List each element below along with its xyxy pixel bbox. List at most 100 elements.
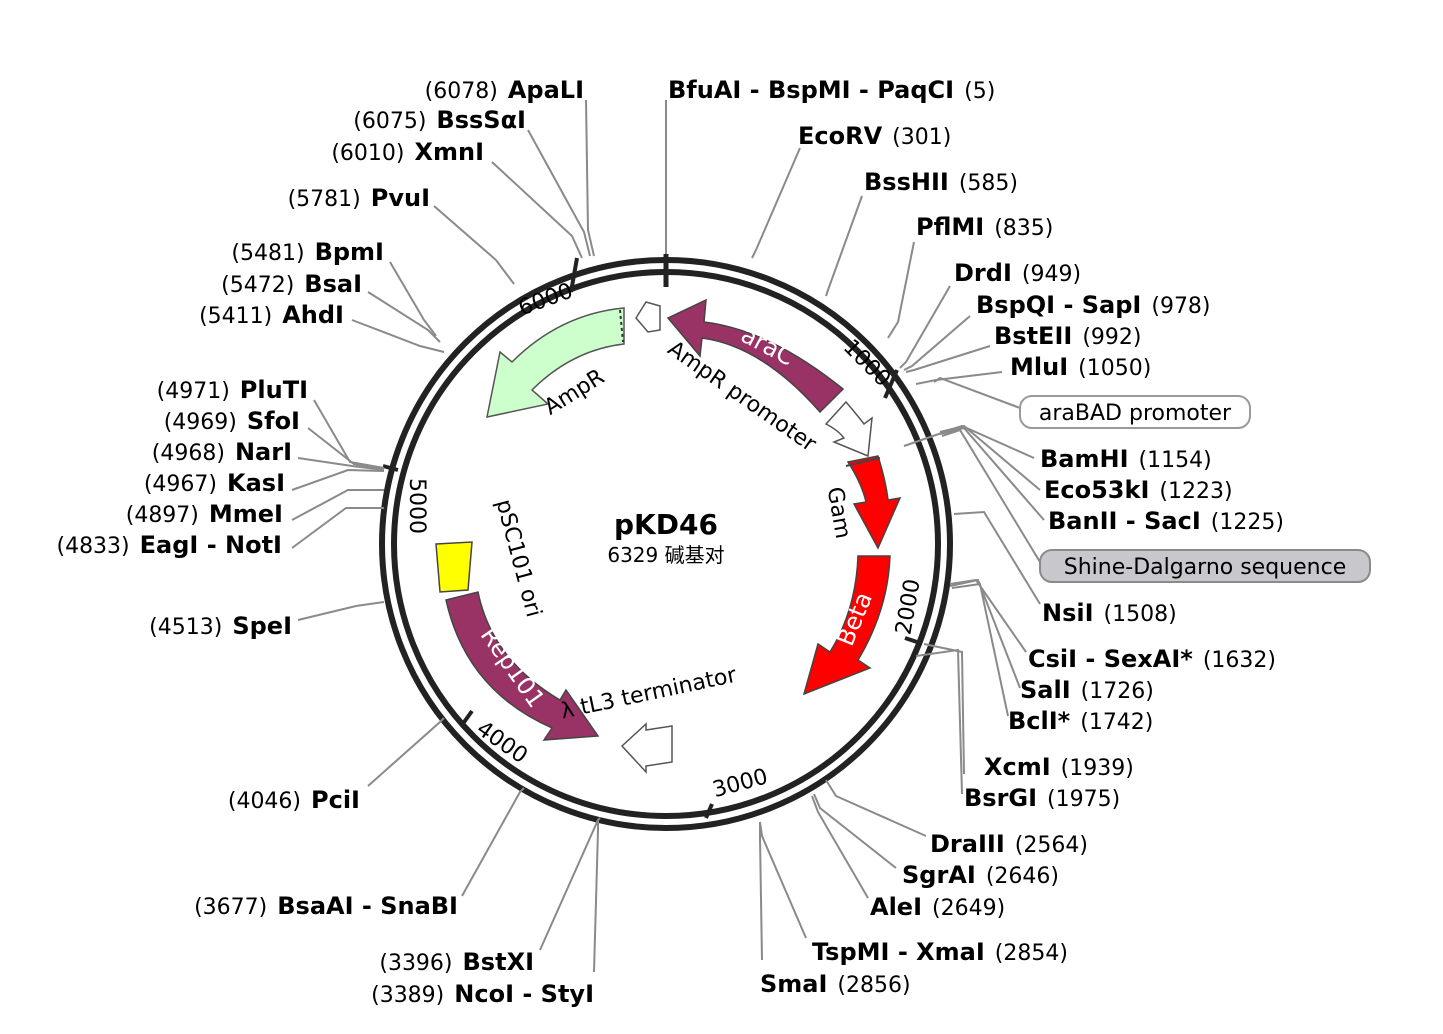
leader-pluti xyxy=(313,399,385,469)
site-drdi[interactable]: DrdI(949) xyxy=(954,259,1081,287)
site-bsai[interactable]: (5472)BsaI xyxy=(221,270,362,298)
feature-tl3-terminator-arrow xyxy=(620,722,673,774)
site-sgrai[interactable]: SgrAI(2646) xyxy=(902,861,1059,889)
leader-kasi xyxy=(291,468,385,491)
feature-gam-start xyxy=(845,457,881,467)
tick-label-2000: 2000 xyxy=(891,577,925,636)
site-mlui[interactable]: MluI(1050) xyxy=(1010,353,1151,381)
feature-rep101-arrow xyxy=(445,591,600,741)
site-ahdi[interactable]: (5411)AhdI xyxy=(199,301,344,329)
site-apali[interactable]: (6078)ApaLI xyxy=(425,76,584,104)
tick-4000 xyxy=(460,709,474,727)
site-bamhi[interactable]: BamHI(1154) xyxy=(1040,445,1212,473)
tick-label-5000: 5000 xyxy=(404,478,429,534)
leader-bcli xyxy=(951,582,1009,717)
leader-bpmi xyxy=(389,261,437,337)
site-ncoi-styi[interactable]: (3389)NcoI - StyI xyxy=(371,980,594,1008)
site-bsaai-snabi[interactable]: (3677)BsaAI - SnaBI xyxy=(194,892,458,920)
right-leader-lines xyxy=(665,100,1045,961)
site-bsrgi[interactable]: BsrGI(1975) xyxy=(964,784,1120,812)
site-banii-saci[interactable]: BanII - SacI(1225) xyxy=(1048,507,1284,535)
site-pvui[interactable]: (5781)PvuI xyxy=(288,184,430,212)
site-pflmi[interactable]: PflMI(835) xyxy=(916,213,1053,241)
site-pcii[interactable]: (4046)PciI xyxy=(228,786,360,814)
site-bsteii[interactable]: BstEII(992) xyxy=(994,322,1141,350)
tick-3000 xyxy=(704,803,714,819)
feature-arac-arrow xyxy=(666,298,845,414)
site-kasi[interactable]: (4967)KasI xyxy=(144,469,285,497)
left-site-labels: (6078)ApaLI (6075)BssSαI (6010)XmnI (578… xyxy=(56,76,594,1008)
leader-bsshii xyxy=(825,195,863,297)
feature-ampr-promoter-arrow xyxy=(635,301,661,333)
site-ecorv[interactable]: EcoRV(301) xyxy=(798,122,951,150)
leader-alei xyxy=(811,795,869,899)
site-xmni[interactable]: (6010)XmnI xyxy=(331,138,484,166)
feature-tl3-terminator-label: λ tL3 terminator xyxy=(559,663,740,725)
leader-csii-sexai xyxy=(949,578,1027,653)
feature-gam-label: Gam xyxy=(822,485,856,541)
right-site-labels: BfuAI - BspMI - PaqCI(5) EcoRV(301) BssH… xyxy=(668,76,1284,998)
leader-bsai xyxy=(367,291,441,343)
site-draiii[interactable]: DraIII(2564) xyxy=(930,830,1088,858)
site-bcli[interactable]: BclI*(1742) xyxy=(1008,707,1153,735)
leader-ahdi xyxy=(351,319,445,353)
site-bspqi-sapi[interactable]: BspQI - SapI(978) xyxy=(976,291,1211,319)
site-smai[interactable]: SmaI(2856) xyxy=(760,970,911,998)
leader-arabad xyxy=(933,376,1021,409)
site-sfoi[interactable]: (4969)SfoI xyxy=(164,407,300,435)
leader-mlui xyxy=(915,371,1003,385)
feature-ampr-marker xyxy=(619,309,624,343)
leader-spei xyxy=(297,601,385,621)
site-nsii[interactable]: NsiI(1508) xyxy=(1042,599,1177,627)
arabad-box-label: araBAD promoter xyxy=(1039,401,1232,426)
site-pluti[interactable]: (4971)PluTI xyxy=(157,376,308,404)
leader-bsssai xyxy=(527,129,591,257)
site-nari[interactable]: (4968)NarI xyxy=(152,438,292,466)
site-xcmi[interactable]: XcmI(1939) xyxy=(984,753,1134,781)
leader-xcmi xyxy=(923,643,965,775)
site-eagi-noti[interactable]: (4833)EagI - NotI xyxy=(56,531,282,559)
shine-dalgarno-box-label: Shine-Dalgarno sequence xyxy=(1064,555,1347,580)
site-alei[interactable]: AleI(2649) xyxy=(870,893,1005,921)
leader-pflmi xyxy=(887,241,915,339)
shine-dalgarno-box[interactable]: Shine-Dalgarno sequence xyxy=(1039,549,1371,583)
leader-banii-saci xyxy=(939,426,1045,521)
left-leader-lines xyxy=(291,99,601,973)
site-tspmi-xmai[interactable]: TspMI - XmaI(2854) xyxy=(812,938,1068,966)
tick-2000 xyxy=(904,636,918,644)
plasmid-size: 6329 碱基对 xyxy=(607,543,724,567)
site-sali[interactable]: SalI(1726) xyxy=(1020,676,1154,704)
site-bsssai[interactable]: (6075)BssSαI xyxy=(353,106,526,134)
site-bstxi[interactable]: (3396)BstXI xyxy=(379,948,534,976)
leader-ecorv xyxy=(751,147,801,259)
leader-smai xyxy=(759,822,763,961)
site-spei[interactable]: (4513)SpeI xyxy=(149,612,292,640)
leader-sgrai xyxy=(813,793,897,869)
arabad-box-frame xyxy=(1019,395,1251,429)
leader-drdi xyxy=(899,285,951,369)
feature-ampr-promoter-label: AmpR promoter xyxy=(663,336,821,457)
feature-beta-arrow xyxy=(802,555,891,696)
leader-nari xyxy=(297,457,385,471)
feature-ampr-arrow xyxy=(486,307,625,418)
araBAD-promoter-box[interactable]: araBAD promoter xyxy=(1019,395,1251,429)
feature-gam-arrow xyxy=(846,455,902,550)
shine-dalgarno-box-frame xyxy=(1039,549,1371,583)
leader-sali xyxy=(949,578,1021,689)
leader-tspmi-xmai xyxy=(759,821,807,939)
site-eco53ki[interactable]: Eco53kI(1223) xyxy=(1044,476,1233,504)
tick-5000 xyxy=(382,464,399,472)
site-bfuai-bspmi-paqci[interactable]: BfuAI - BspMI - PaqCI(5) xyxy=(668,76,995,104)
site-mmei[interactable]: (4897)MmeI xyxy=(126,500,283,528)
leader-ncoi-styi xyxy=(593,820,599,973)
leader-bspqi-sapi xyxy=(903,315,971,371)
site-csii-sexai[interactable]: CsiI - SexAI*(1632) xyxy=(1028,645,1276,673)
leader-mmei xyxy=(291,489,384,521)
site-bpmi[interactable]: (5481)BpmI xyxy=(231,238,384,266)
site-bsshii[interactable]: BssHII(585) xyxy=(864,168,1018,196)
tick-1000 xyxy=(883,369,899,399)
tick-6000 xyxy=(569,257,579,293)
feature-arabad-promoter-arrow xyxy=(824,400,873,458)
